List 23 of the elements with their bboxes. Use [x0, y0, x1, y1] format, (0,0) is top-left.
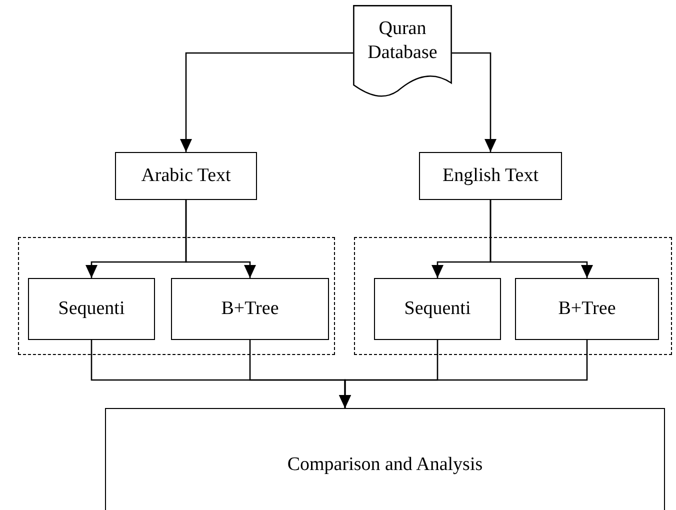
- arrow: [490, 200, 593, 278]
- node-label: B+Tree: [558, 297, 616, 321]
- node-label: Sequenti: [404, 297, 471, 321]
- dashed-group: [18, 237, 335, 355]
- process-box: [419, 152, 562, 200]
- process-box: [171, 278, 329, 340]
- arrow: [185, 200, 256, 278]
- process-box: [28, 278, 155, 340]
- node-label: B+Tree: [221, 297, 279, 321]
- process-box: [105, 408, 665, 510]
- arrow: [452, 52, 496, 152]
- node-label: English Text: [442, 164, 538, 188]
- node-label: Comparison and Analysis: [287, 453, 483, 477]
- dashed-group: [354, 237, 672, 355]
- document-shape: [353, 5, 452, 97]
- process-box: [374, 278, 501, 340]
- arrow: [180, 52, 353, 152]
- process-box: [515, 278, 659, 340]
- node-label: Sequenti: [58, 297, 125, 321]
- node-label: Quran Database: [366, 17, 438, 64]
- node-label: Arabic Text: [141, 164, 231, 188]
- process-box: [115, 152, 257, 200]
- arrow: [339, 340, 588, 408]
